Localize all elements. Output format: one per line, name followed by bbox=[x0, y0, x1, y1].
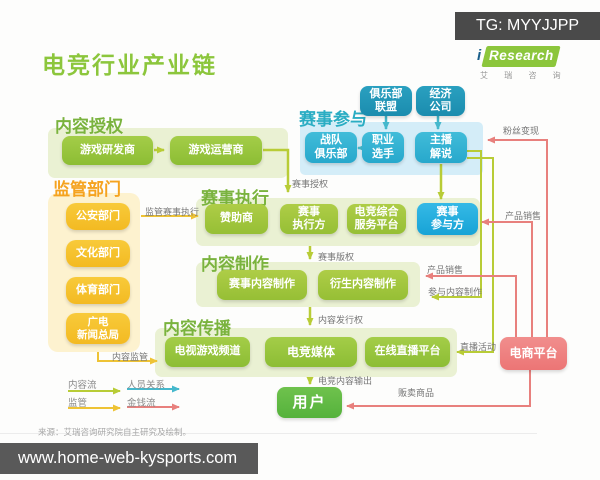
legend-label-people-relation: 人员关系 bbox=[127, 380, 166, 391]
legend-label-money-flow: 金钱流 bbox=[127, 398, 156, 409]
flow-label-fan-monetize: 粉丝变现 bbox=[503, 126, 540, 136]
page-title: 电竞行业产业链 bbox=[42, 52, 217, 78]
node-sports-dept: 体育部门 bbox=[66, 277, 130, 304]
node-event-participant: 赛事 参与方 bbox=[417, 203, 478, 235]
node-team-club: 战队 俱乐部 bbox=[305, 132, 357, 163]
source-note: 来源：艾瑞咨询研究院自主研究及绘制。 bbox=[38, 427, 192, 437]
flow-label-product-sale-upper: 产品销售 bbox=[505, 211, 542, 221]
node-sponsor: 赞助商 bbox=[205, 204, 268, 234]
flow-label-live-activity: 直播活动 bbox=[460, 342, 497, 352]
node-game-operator: 游戏运营商 bbox=[170, 136, 262, 165]
flow-ecommerce-fan-monetize bbox=[487, 136, 548, 337]
footer-divider-line bbox=[0, 433, 537, 434]
node-derivative-content-production: 衍生内容制作 bbox=[318, 270, 408, 300]
logo-letter-i: i bbox=[477, 47, 482, 64]
node-esports-media: 电竞媒体 bbox=[265, 337, 357, 367]
flow-ecommerce-product-sale-upper bbox=[481, 218, 533, 337]
flow-label-distribution-right: 内容发行权 bbox=[318, 315, 364, 325]
node-club-union: 俱乐部 联盟 bbox=[360, 86, 412, 116]
tg-watermark-badge: TG: MYYJJPP bbox=[455, 12, 600, 40]
logo-caption: 艾 瑞 咨 询 bbox=[480, 71, 568, 80]
flow-label-sell-goods: 贩卖商品 bbox=[398, 388, 435, 398]
node-event-executor: 赛事 执行方 bbox=[280, 204, 338, 234]
flow-label-product-sale-lower: 产品销售 bbox=[427, 265, 464, 275]
flow-label-content-regulation: 内容监管 bbox=[112, 352, 149, 362]
website-watermark-bar: www.home-web-kysports.com bbox=[0, 443, 258, 474]
legend-label-content-flow: 内容流 bbox=[68, 380, 97, 391]
node-ecommerce-platform: 电商平台 bbox=[500, 337, 567, 370]
section-label-licensing: 内容授权 bbox=[55, 117, 123, 136]
flow-label-join-production: 参与内容制作 bbox=[428, 287, 483, 297]
node-user: 用户 bbox=[277, 387, 342, 418]
node-game-developer: 游戏研发商 bbox=[62, 136, 153, 165]
section-label-participation: 赛事参与 bbox=[299, 110, 367, 129]
flow-label-content-output: 电竞内容输出 bbox=[318, 376, 373, 386]
section-label-distribution: 内容传播 bbox=[163, 319, 231, 338]
node-online-live-platform: 在线直播平台 bbox=[365, 337, 450, 367]
node-agency-company: 经济 公司 bbox=[416, 86, 465, 116]
legend-label-regulation: 监管 bbox=[68, 398, 88, 409]
section-label-execution: 赛事执行 bbox=[201, 189, 269, 208]
flow-label-event-copyright: 赛事版权 bbox=[318, 252, 355, 262]
iresearch-logo: i Research 艾 瑞 咨 询 bbox=[468, 46, 568, 82]
flow-label-event-license: 赛事授权 bbox=[292, 179, 329, 189]
node-event-content-production: 赛事内容制作 bbox=[217, 270, 307, 300]
node-esports-service-platform: 电竞综合 服务平台 bbox=[347, 204, 406, 234]
node-anchor-caster: 主播 解说 bbox=[415, 132, 467, 163]
website-url: www.home-web-kysports.com bbox=[18, 449, 238, 467]
logo-research-text: Research bbox=[489, 48, 554, 63]
node-police-dept: 公安部门 bbox=[66, 203, 130, 230]
flow-label-regulate-execution: 监管赛事执行 bbox=[145, 207, 200, 217]
node-broadcast-dept: 广电 新闻总局 bbox=[66, 313, 130, 344]
node-culture-dept: 文化部门 bbox=[66, 240, 130, 267]
node-tv-game-channel: 电视游戏频道 bbox=[165, 337, 250, 367]
node-pro-player: 职业 选手 bbox=[362, 132, 404, 163]
section-label-regulation: 监管部门 bbox=[53, 180, 121, 199]
flow-anchor-live-activity bbox=[456, 157, 494, 356]
section-label-production: 内容制作 bbox=[201, 255, 269, 274]
